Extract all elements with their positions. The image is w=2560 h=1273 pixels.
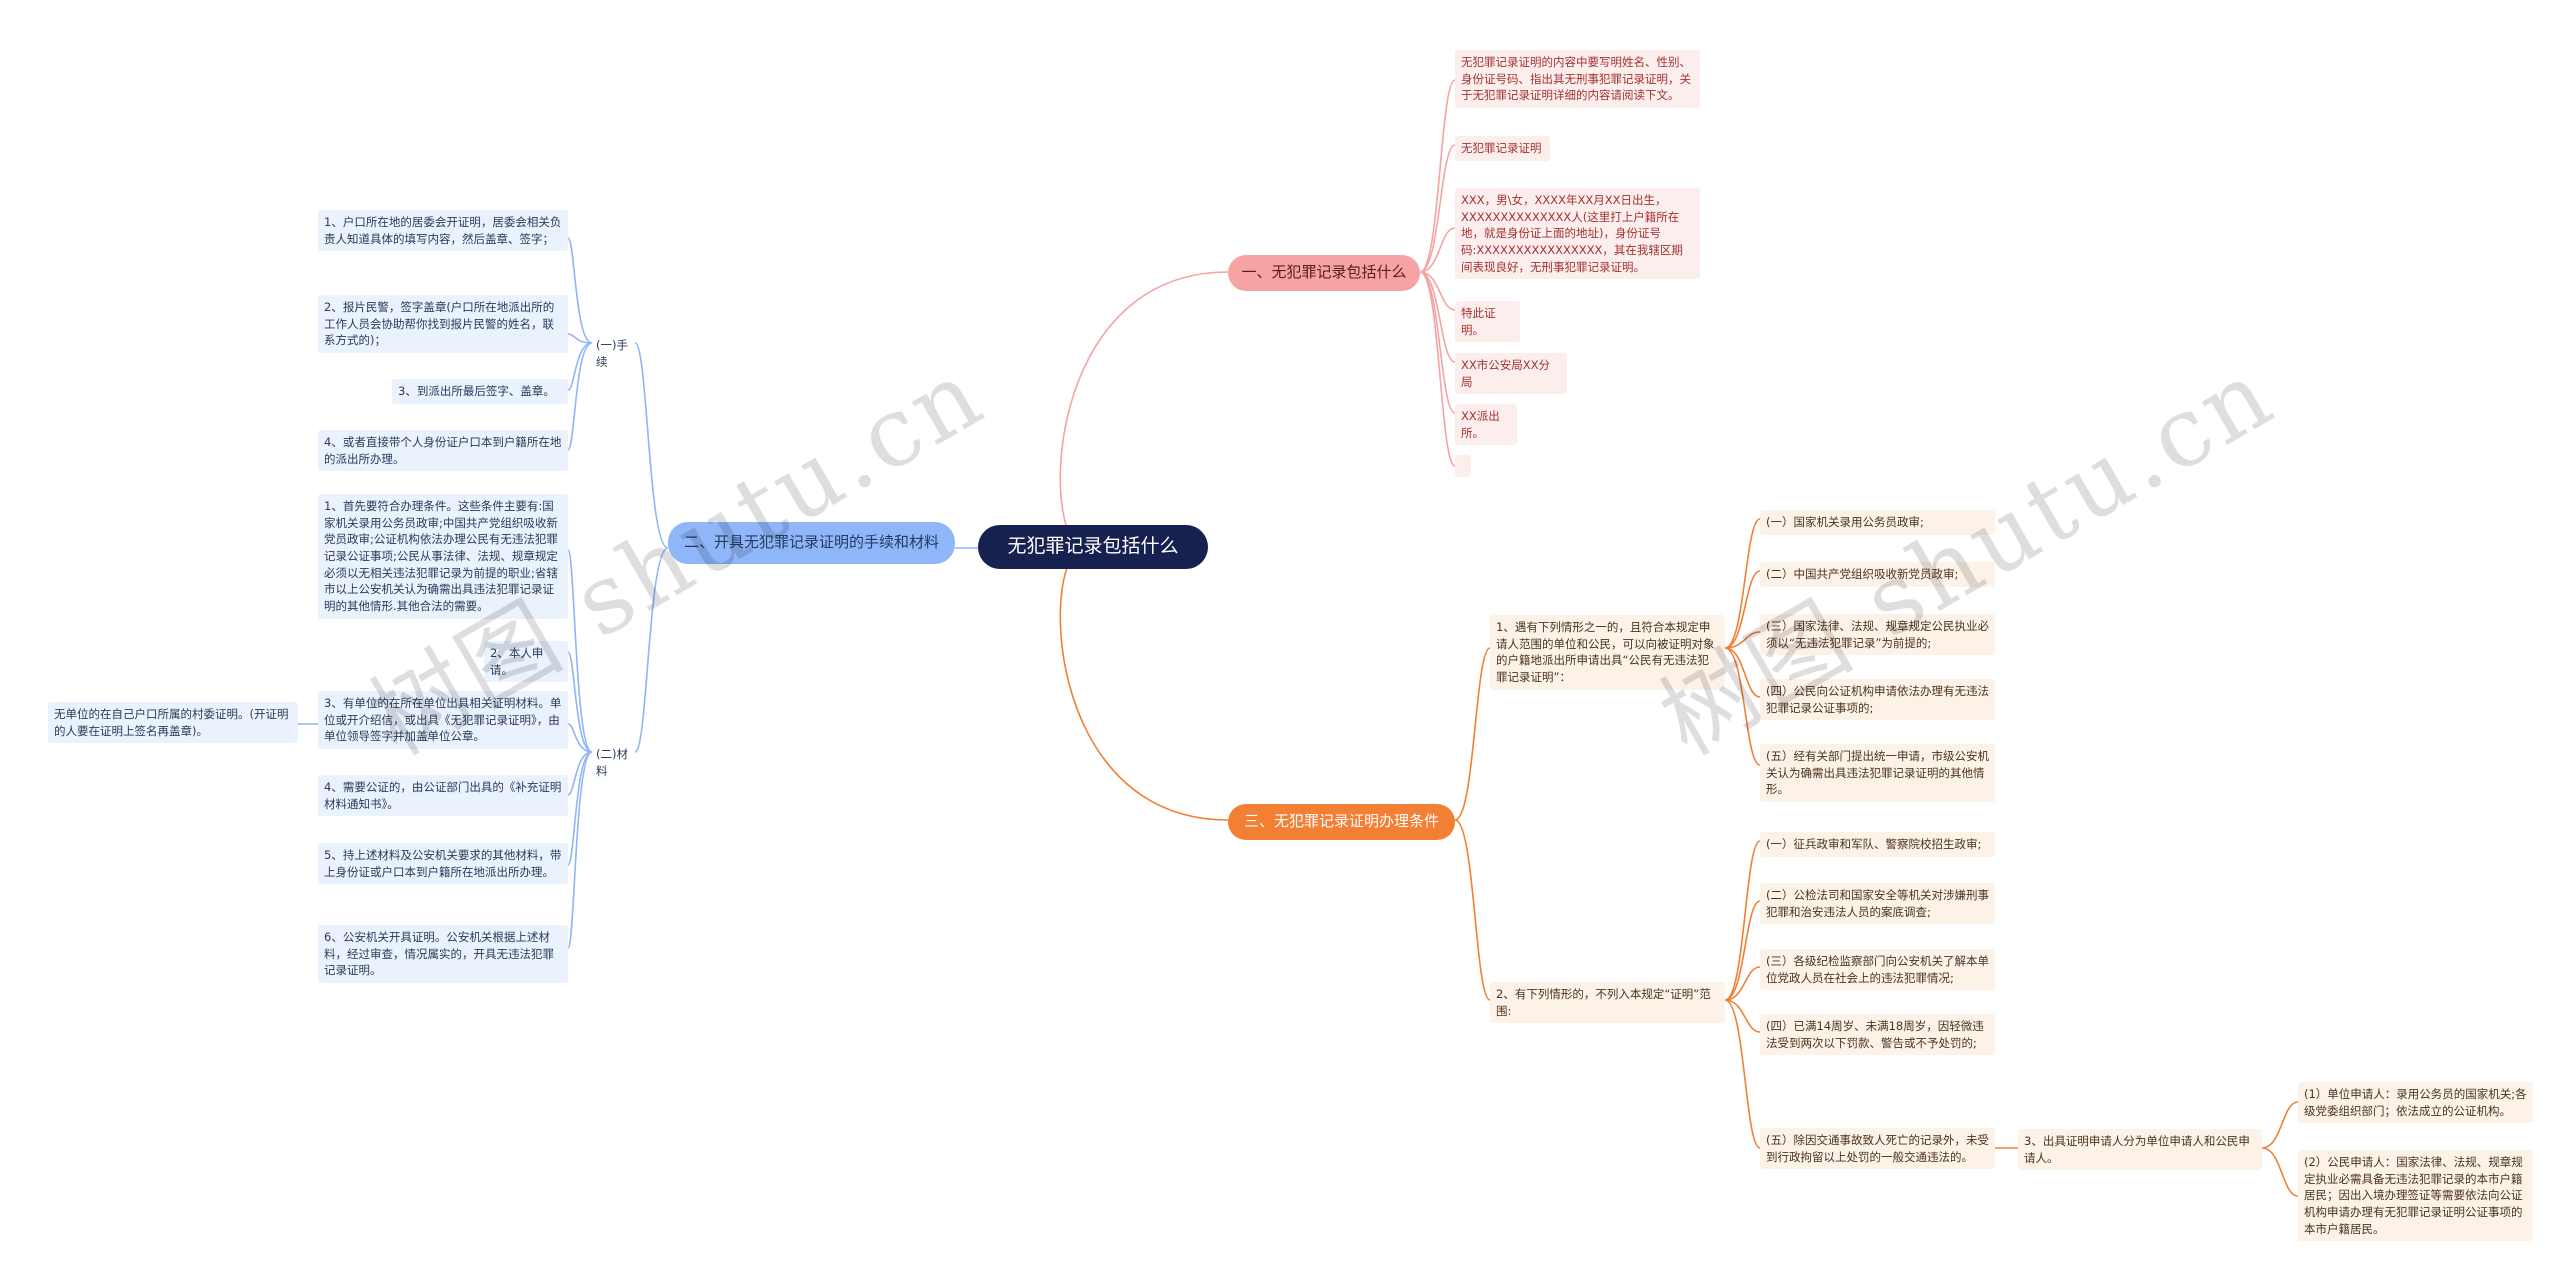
material-item[interactable]: 4、需要公证的，由公证部门出具的《补充证明材料通知书》。 — [318, 775, 568, 817]
condition-2-item[interactable]: (四）已满14周岁、未满18周岁，因轻微违法受到两次以下罚款、警告或不予处罚的; — [1760, 1014, 1995, 1056]
root-topic[interactable]: 无犯罪记录包括什么 — [978, 525, 1208, 569]
branch-1-item[interactable]: XX市公安局XX分局 — [1455, 353, 1567, 395]
condition-2-item[interactable]: (五）除因交通事故致人死亡的记录外，未受到行政拘留以上处罚的一般交通违法的。 — [1760, 1128, 1995, 1170]
branch-1-title[interactable]: 一、无犯罪记录包括什么 — [1228, 255, 1420, 291]
branch-2-title[interactable]: 二、开具无犯罪记录证明的手续和材料 — [668, 522, 955, 564]
procedure-item[interactable]: 1、户口所在地的居委会开证明，居委会相关负责人知道具体的填写内容，然后盖章、签字… — [318, 210, 568, 252]
condition-1-item[interactable]: (四）公民向公证机构申请依法办理有无违法犯罪记录公证事项的; — [1760, 679, 1995, 721]
condition-2[interactable]: 2、有下列情形的，不列入本规定“证明”范围: — [1490, 982, 1725, 1024]
branch-1-item[interactable]: 特此证明。 — [1455, 301, 1520, 343]
material-item[interactable]: 6、公安机关开具证明。公安机关根据上述材料，经过审查，情况属实的，开具无违法犯罪… — [318, 925, 568, 984]
condition-3-item[interactable]: (2）公民申请人：国家法律、法规、规章规定执业必需具备无违法犯罪记录的本市户籍居… — [2298, 1150, 2533, 1242]
condition-1-item[interactable]: (一）国家机关录用公务员政审; — [1760, 510, 1995, 535]
procedure-item[interactable]: 4、或者直接带个人身份证户口本到户籍所在地的派出所办理。 — [318, 430, 568, 472]
material-item[interactable]: 1、首先要符合办理条件。这些条件主要有:国家机关录用公务员政审;中国共产党组织吸… — [318, 494, 568, 619]
condition-1-item[interactable]: (五）经有关部门提出统一申请，市级公安机关认为确需出具违法犯罪记录证明的其他情形… — [1760, 744, 1995, 803]
branch-1-item[interactable]: XX派出所。 — [1455, 404, 1517, 446]
branch-1-empty-item[interactable] — [1455, 455, 1471, 477]
condition-3-item[interactable]: (1）单位申请人：录用公务员的国家机关;各级党委组织部门；依法成立的公证机构。 — [2298, 1082, 2533, 1124]
branch-1-item[interactable]: 无犯罪记录证明的内容中要写明姓名、性别、身份证号码、指出其无刑事犯罪记录证明，关… — [1455, 50, 1700, 109]
material-item[interactable]: 5、持上述材料及公安机关要求的其他材料，带上身份证或户口本到户籍所在地派出所办理… — [318, 843, 568, 885]
procedure-item[interactable]: 3、到派出所最后签字、盖章。 — [392, 379, 568, 404]
material-item[interactable]: 3、有单位的在所在单位出具相关证明材料。单位或开介绍信，或出具《无犯罪记录证明》… — [318, 691, 568, 750]
condition-2-item[interactable]: (一）征兵政审和军队、警察院校招生政审; — [1760, 832, 1995, 857]
condition-3[interactable]: 3、出具证明申请人分为单位申请人和公民申请人。 — [2018, 1129, 2262, 1171]
condition-1[interactable]: 1、遇有下列情形之一的，且符合本规定申请人范围的单位和公民，可以向被证明对象的户… — [1490, 615, 1725, 690]
branch-1-item[interactable]: XXX，男\女，XXXX年XX月XX日出生，XXXXXXXXXXXXXX人(这里… — [1455, 188, 1700, 280]
procedures-label[interactable]: (一)手续 — [596, 338, 628, 369]
material-item[interactable]: 2、本人申请。 — [484, 641, 568, 683]
branch-1-item[interactable]: 无犯罪记录证明 — [1455, 136, 1550, 161]
condition-1-item[interactable]: (二）中国共产党组织吸收新党员政审; — [1760, 562, 1995, 587]
branch-3-title[interactable]: 三、无犯罪记录证明办理条件 — [1228, 804, 1455, 840]
material-3-note[interactable]: 无单位的在自己户口所属的村委证明。(开证明的人要在证明上签名再盖章)。 — [48, 702, 298, 744]
procedure-item[interactable]: 2、报片民警，签字盖章(户口所在地派出所的工作人员会协助帮你找到报片民警的姓名，… — [318, 295, 568, 354]
condition-2-item[interactable]: (三）各级纪检监察部门向公安机关了解本单位党政人员在社会上的违法犯罪情况; — [1760, 949, 1995, 991]
condition-2-item[interactable]: (二）公检法司和国家安全等机关对涉嫌刑事犯罪和治安违法人员的案底调查; — [1760, 883, 1995, 925]
condition-1-item[interactable]: (三）国家法律、法规、规章规定公民执业必须以“无违法犯罪记录”为前提的; — [1760, 614, 1995, 656]
materials-label[interactable]: (二)材料 — [596, 747, 628, 778]
